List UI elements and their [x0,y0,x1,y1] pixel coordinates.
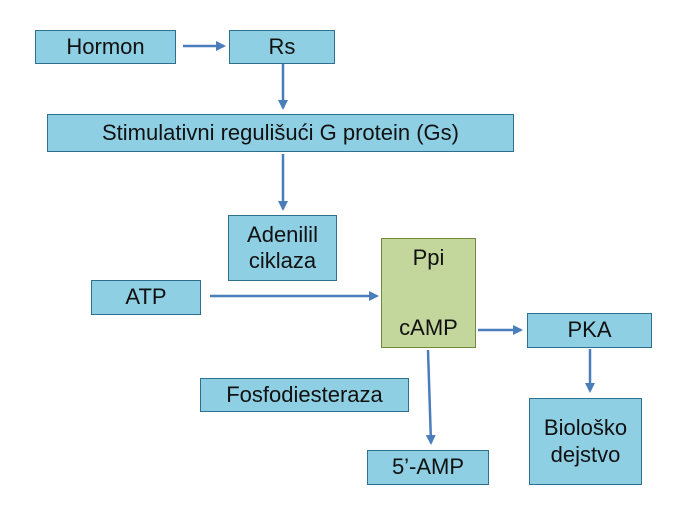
node-hormon-label: Hormon [66,33,145,59]
node-bio-line2: dejstvo [550,441,621,467]
node-5-amp-label: 5’-AMP [391,454,465,480]
node-biolosko-dejstvo: Biološko dejstvo [529,398,642,485]
node-hormon: Hormon [35,30,176,64]
node-fosfodiesteraza: Fosfodiesteraza [200,378,409,412]
node-adenilil-ciklaza: Adenilil ciklaza [228,215,337,281]
node-pka: PKA [527,313,652,348]
arrow-camp-to-5amp [425,349,436,445]
node-rs: Rs [229,30,335,64]
node-atp: ATP [91,280,201,315]
node-atp-label: ATP [125,284,167,310]
node-ppi-camp: Ppi cAMP [381,238,476,348]
node-fosfodiesteraza-label: Fosfodiesteraza [226,381,383,407]
node-rs-label: Rs [268,33,296,59]
node-adenilil-line2: ciklaza [248,248,317,273]
node-camp-label: cAMP [399,314,458,340]
node-gs-label: Stimulativni regulišući G protein (Gs) [101,119,459,145]
node-gs: Stimulativni regulišući G protein (Gs) [47,114,514,152]
node-bio-line1: Biološko [543,415,628,441]
node-pka-label: PKA [567,317,612,343]
node-ppi-label: Ppi [412,245,445,270]
node-5-amp: 5’-AMP [367,450,489,485]
node-adenilil-line1: Adenilil [247,221,318,247]
